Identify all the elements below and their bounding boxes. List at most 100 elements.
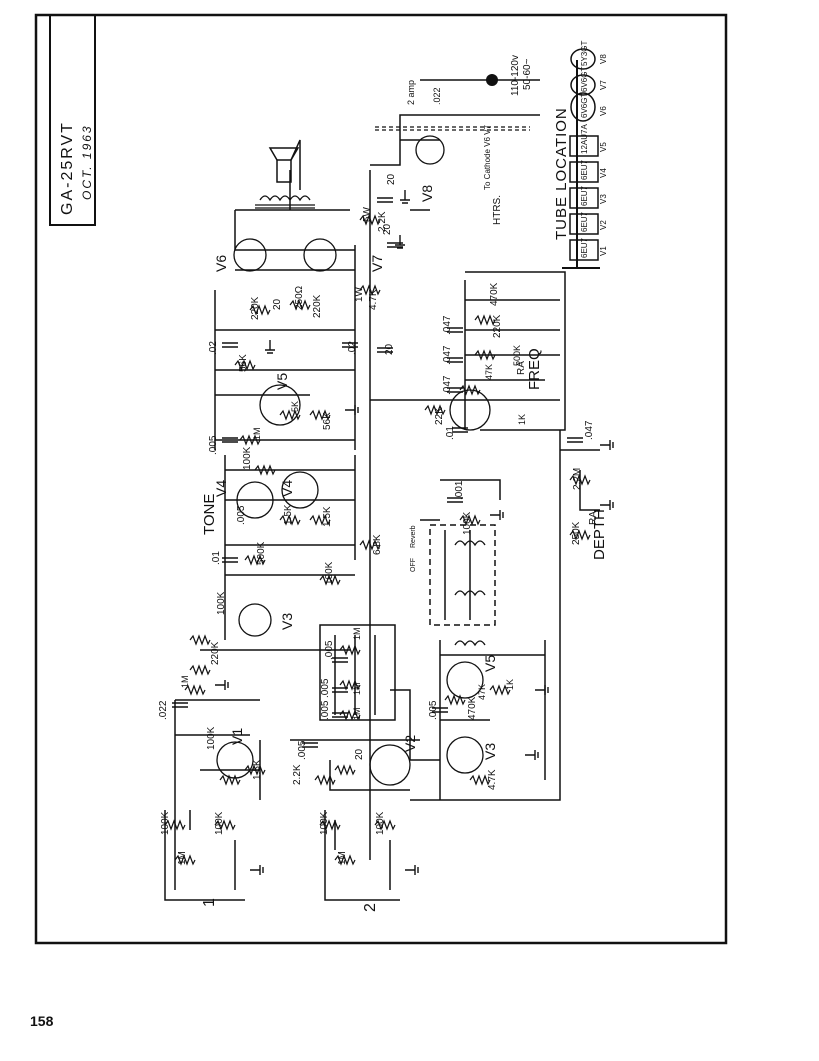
v4b-label: V4 [279, 480, 295, 497]
capacitor-symbol [432, 707, 448, 713]
r-220k-a-label: 220K [250, 296, 261, 320]
r-1m-in-label: 1M [180, 675, 190, 688]
capacitor-symbol [447, 387, 463, 393]
r-4-7k-1w-label: 4.7K [368, 289, 379, 310]
resistor-symbol [474, 349, 496, 361]
resistor-symbol [219, 774, 241, 786]
v2-label: V2 [402, 735, 418, 752]
tube-position-v7: V7 [599, 80, 608, 90]
tube-slot-v3: 6EU7 V3 [569, 185, 608, 209]
v4a-label: V4 [213, 480, 229, 497]
ground-symbols [215, 190, 614, 875]
v6-label: V6 [213, 255, 229, 272]
r-100k-in2b-label: 100K [375, 811, 386, 835]
mains-frequency-label: 50-60~ [522, 58, 533, 90]
tube-type-v6: 6V6GT [580, 93, 589, 118]
capacitor-symbol [447, 357, 463, 363]
resistor-symbol [279, 409, 301, 421]
tube-slot-v8: 5Y3GT V8 [570, 41, 608, 70]
v3b-label: V3 [482, 743, 498, 760]
resistor-symbol [174, 854, 196, 866]
r-47k-label: 47K [484, 364, 494, 380]
r-1-5k-b-label: 1.5K [322, 506, 333, 527]
resistor-symbol [339, 644, 361, 656]
resistor-symbol [424, 404, 446, 416]
freq-ra-label: RA [516, 361, 527, 375]
tube-slot-v1: 6EU7 V1 [569, 237, 608, 261]
tube-position-v8: V8 [599, 54, 608, 64]
resistor-symbol [474, 314, 496, 326]
r-250-omega-label: 250Ω [294, 285, 305, 310]
r-470k-mid-label: 470K [467, 696, 478, 720]
resistor-symbol [309, 409, 331, 421]
capacitor-symbol [377, 197, 393, 203]
c-047-c-label: .047 [442, 375, 453, 395]
v7-label: V7 [369, 255, 385, 272]
capacitor-symbol [447, 327, 463, 333]
resistor-symbol [214, 819, 236, 831]
capacitor-symbol [172, 702, 188, 708]
capacitor-symbol [302, 742, 318, 748]
c-022-in-label: .022 [158, 700, 169, 720]
input-2-label: 2 [362, 903, 379, 912]
c-20-b-label: 20 [382, 223, 393, 235]
reverb-label-label: Reverb [410, 525, 417, 548]
tube-location-heading: TUBE LOCATION [553, 107, 570, 240]
r-100k-in1a-label: 100K [160, 811, 171, 835]
capacitor-symbol [447, 497, 463, 503]
r-250k-label: 250K [571, 521, 582, 545]
resistor-symbol [319, 574, 341, 586]
capacitor-symbol [342, 342, 358, 348]
capacitor-symbol [332, 657, 348, 663]
schematic-border [34, 13, 728, 945]
c-001-label: .001 [454, 480, 465, 500]
capacitor-symbol [332, 712, 348, 718]
r-220k-b-label: 220K [312, 294, 323, 318]
r-1m-d-label: 1M [352, 707, 362, 720]
r-1-5k-a-label: 1.5K [283, 504, 294, 525]
c-02-b-label: .02 [347, 341, 358, 355]
resistor-symbol [359, 214, 381, 226]
resistor-symbol [334, 854, 356, 866]
c-005-b-label: .005 [324, 640, 335, 660]
tube-type-v1: 6EU7 [580, 237, 589, 258]
transformers [255, 126, 530, 647]
v5a-label: V5 [274, 373, 290, 390]
tube-position-v3: V3 [599, 194, 608, 204]
wiring [164, 79, 600, 901]
r-100k-v1-label: 100K [206, 726, 217, 750]
r-1-5k-v1-label: 1.5K [252, 759, 263, 780]
c-20-a-label: 20 [386, 173, 397, 185]
tube-type-v2: 6EU7 [580, 211, 589, 232]
tube-type-v3: 6EU7 [580, 185, 589, 206]
resistor-symbol [289, 299, 311, 311]
tube-type-v7: 6V6GT [580, 67, 589, 92]
resistor-symbol [459, 384, 481, 396]
resistor-symbol [189, 634, 211, 646]
page-number: 158 [30, 1013, 54, 1029]
resistor-symbol [279, 514, 301, 526]
resistor-symbol [319, 819, 341, 831]
r-100k-a-label: 100K [242, 446, 253, 470]
resistor-symbol [184, 684, 206, 696]
resistor-symbol [569, 474, 591, 486]
tube-slot-v7: 6V6GT V7 [570, 67, 608, 96]
c-005-a-label: .005 [208, 435, 219, 455]
v1-label: V1 [229, 728, 245, 745]
tube-position-v1: V1 [599, 246, 608, 256]
c-005-c-label: .005 [320, 678, 331, 698]
r-100k-c-label: 100K [324, 561, 335, 585]
r-100k-d-label: 100K [462, 511, 473, 535]
v8-label: V8 [419, 185, 435, 202]
resistor-symbol [164, 819, 186, 831]
tube-type-v8: 5Y3GT [580, 41, 589, 66]
resistor-symbol [359, 284, 381, 296]
tube-position-v6: V6 [599, 106, 608, 116]
r-100k-in1b-label: 100K [214, 811, 225, 835]
r-100k-b-label: 100K [216, 591, 227, 615]
resistor-symbol [239, 434, 261, 446]
resistor-symbol [334, 764, 356, 776]
tube-position-v2: V2 [599, 220, 608, 230]
